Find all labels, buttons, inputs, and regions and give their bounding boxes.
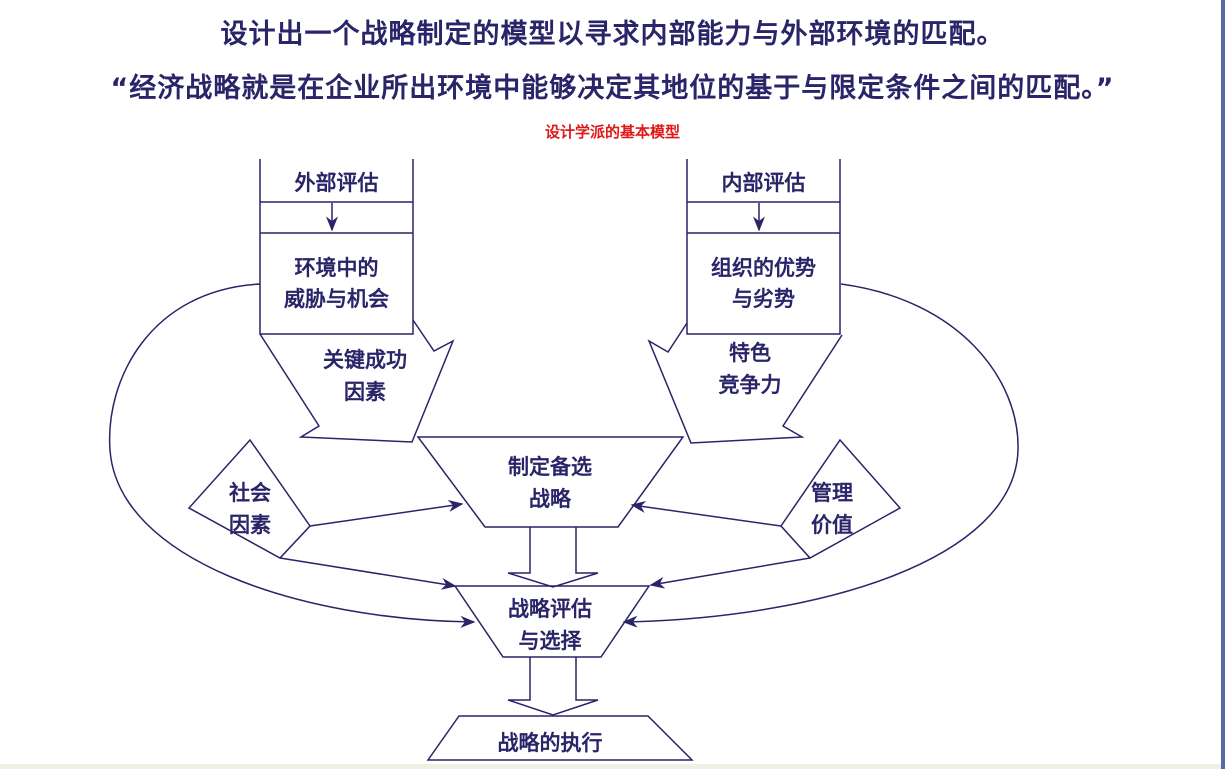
management-to-evaluate xyxy=(649,557,811,589)
right-loop-arrow xyxy=(622,283,1019,628)
management-1: 管理 xyxy=(811,481,853,505)
external-body-1: 环境中的 xyxy=(294,256,379,280)
external-box xyxy=(259,159,414,335)
formulate-trapezoid xyxy=(416,436,685,528)
key-success-arrow xyxy=(259,319,455,443)
internal-body-2: 与劣势 xyxy=(732,287,795,311)
social-to-evaluate xyxy=(279,557,457,590)
execute-label: 战略的执行 xyxy=(497,731,603,755)
formulate-1: 制定备选 xyxy=(508,455,592,479)
competence-1: 特色 xyxy=(729,341,771,365)
external-body-2: 威胁与机会 xyxy=(284,287,389,311)
key-success-1: 关键成功 xyxy=(323,348,407,372)
external-title: 外部评估 xyxy=(294,171,379,195)
diagram-title: 设计学派的基本模型 xyxy=(544,123,680,141)
left-loop-arrow xyxy=(108,283,476,628)
heading-quote: “经济战略就是在企业所出环境中能够决定其地位的基于与限定条件之间的匹配。” xyxy=(110,73,1115,104)
internal-title: 内部评估 xyxy=(721,171,806,195)
evaluate-1: 战略评估 xyxy=(508,597,592,621)
social-1: 社会 xyxy=(229,481,271,505)
social-to-formulate xyxy=(309,499,464,527)
evaluate-trapezoid xyxy=(453,585,651,658)
internal-box xyxy=(686,159,841,335)
block-arrow-1 xyxy=(507,527,599,588)
management-2: 价值 xyxy=(811,513,853,537)
key-success-2: 因素 xyxy=(344,380,386,404)
competence-arrow xyxy=(647,322,843,444)
management-to-formulate xyxy=(630,500,782,527)
evaluate-2: 与选择 xyxy=(518,629,582,653)
competence-2: 竞争力 xyxy=(718,373,782,397)
heading-line-1: 设计出一个战略制定的模型以寻求内部能力与外部环境的匹配。 xyxy=(220,19,1005,50)
execute-trapezoid xyxy=(426,715,694,761)
social-2: 因素 xyxy=(229,513,271,537)
block-arrow-2 xyxy=(507,657,599,716)
bottom-border xyxy=(0,764,1225,769)
formulate-2: 战略 xyxy=(529,487,571,511)
internal-body-1: 组织的优势 xyxy=(711,256,816,280)
right-border xyxy=(1221,0,1225,769)
